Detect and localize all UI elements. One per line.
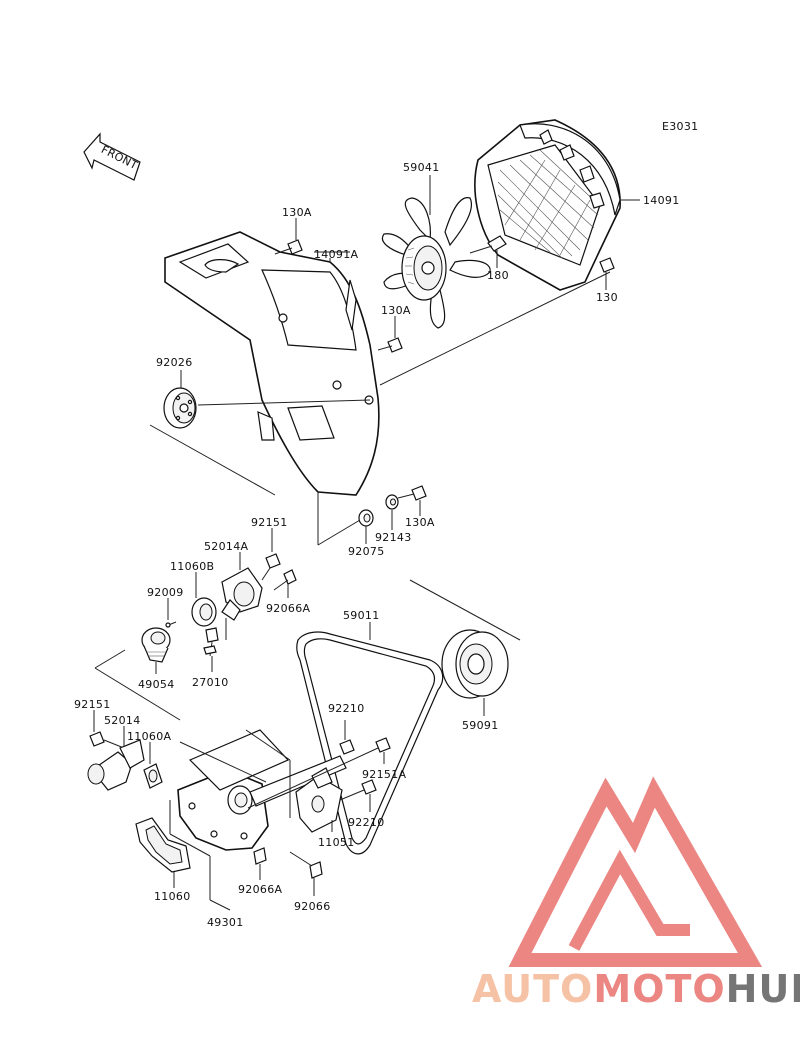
- part-label-92151-low: 92151: [74, 698, 111, 711]
- fan-guard-14091A: [164, 231, 380, 496]
- part-label-11060: 11060: [154, 890, 191, 903]
- part-label-11060B: 11060B: [170, 560, 214, 573]
- bolt-130A-mid: [377, 337, 403, 353]
- part-label-11051: 11051: [318, 836, 355, 849]
- pump-gasket-plate: [179, 729, 291, 818]
- part-label-130A-top: 130A: [282, 206, 312, 219]
- part-label-92151A: 92151A: [362, 768, 406, 781]
- part-label-59041: 59041: [403, 161, 440, 174]
- bolt-130A-low: [397, 485, 427, 501]
- thermostat-housing-52014A: [221, 567, 263, 621]
- nut-130: [599, 257, 615, 273]
- gasket-11060A: [143, 763, 163, 789]
- bolt-130A-top: [274, 239, 303, 255]
- part-label-27010: 27010: [192, 676, 229, 689]
- part-label-49301: 49301: [207, 916, 244, 929]
- gasket-11060: [135, 817, 191, 873]
- thermostat-49054: [141, 627, 171, 663]
- stud-92066: [289, 851, 323, 879]
- bolt-92151-low: [89, 731, 125, 749]
- part-label-92066: 92066: [294, 900, 331, 913]
- bolt-92009: [165, 621, 177, 628]
- part-label-92210-top: 92210: [328, 702, 365, 715]
- nut-92210-top: [339, 739, 355, 755]
- pipe-52014: [87, 739, 145, 791]
- water-pump-49301: [177, 755, 347, 851]
- bolt-180: [469, 235, 507, 254]
- bolt-92151-top: [261, 553, 281, 581]
- stud-92066A-low: [253, 847, 267, 865]
- part-label-92210-low: 92210: [348, 816, 385, 829]
- svg-text:AUTOMOTOHUB: AUTOMOTOHUB: [472, 967, 800, 1011]
- gasket-11060B: [191, 597, 217, 627]
- part-label-130A-mid: 130A: [381, 304, 411, 317]
- part-label-49054: 49054: [138, 678, 175, 691]
- nut-92210-low: [339, 779, 377, 801]
- diagram-code: E3031: [662, 120, 698, 133]
- part-label-11060A: 11060A: [127, 730, 171, 743]
- part-label-14091: 14091: [643, 194, 680, 207]
- pulley-59091: [441, 629, 509, 699]
- part-label-92009: 92009: [147, 586, 184, 599]
- automotohub-logo: AUTOMOTOHUB: [472, 776, 800, 1011]
- stud-92066A-top: [273, 569, 297, 591]
- fan-shroud-14091: [474, 119, 621, 291]
- front-arrow-icon: FRONT: [83, 132, 141, 181]
- sensor-27010: [203, 627, 219, 657]
- part-label-92066A-low: 92066A: [238, 883, 282, 896]
- part-label-92075: 92075: [348, 545, 385, 558]
- bolt-92151A: [247, 737, 391, 809]
- part-label-52014: 52014: [104, 714, 141, 727]
- part-label-130A-low: 130A: [405, 516, 435, 529]
- washer-92143: [385, 494, 399, 510]
- spacer-92026: [163, 387, 197, 429]
- watermark-auto: AUTO: [472, 967, 593, 1011]
- part-label-92066A-top: 92066A: [266, 602, 310, 615]
- part-label-59091: 59091: [462, 719, 499, 732]
- part-label-59011: 59011: [343, 609, 380, 622]
- v-belt-59011: [296, 631, 444, 855]
- part-label-130: 130: [596, 291, 618, 304]
- part-label-92151-top: 92151: [251, 516, 288, 529]
- part-label-52014A: 52014A: [204, 540, 248, 553]
- part-label-92143: 92143: [375, 531, 412, 544]
- part-label-180: 180: [487, 269, 509, 282]
- washer-92075: [358, 509, 374, 527]
- watermark-moto: MOTO: [593, 967, 725, 1011]
- part-label-92026: 92026: [156, 356, 193, 369]
- part-label-14091A: 14091A: [314, 248, 358, 261]
- watermark-hub: HUB: [726, 967, 800, 1011]
- fan-59041: [381, 197, 491, 329]
